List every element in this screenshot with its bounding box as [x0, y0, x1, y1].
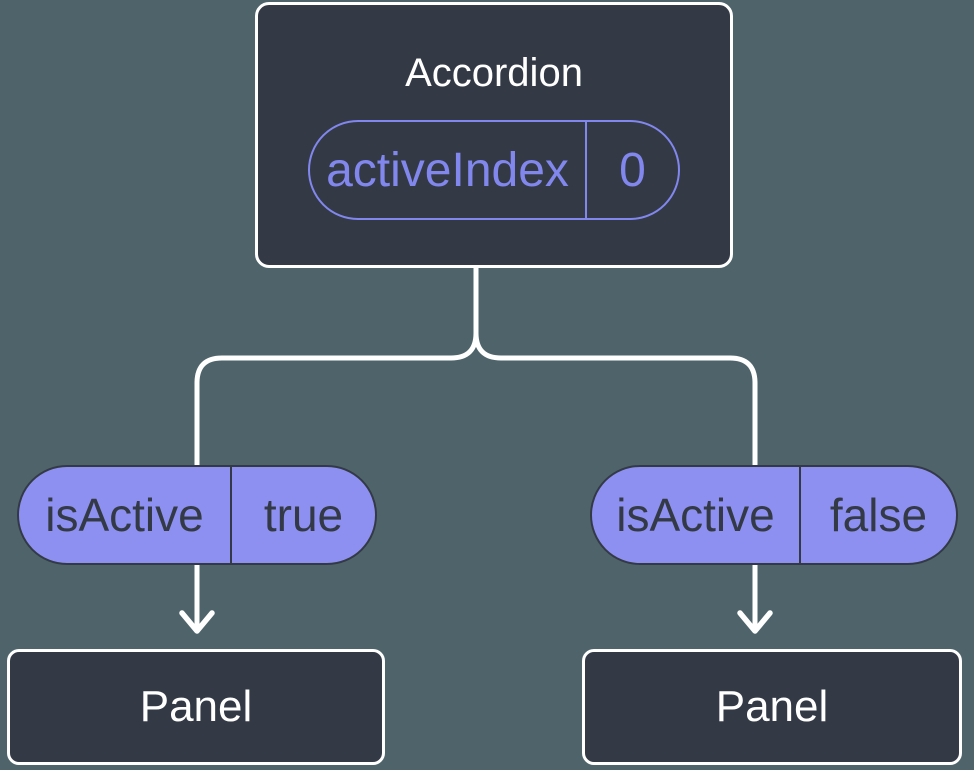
arrow-down-icon-right: [737, 610, 773, 634]
prop-name: isActive: [592, 467, 801, 563]
panel-node-left: Panel: [7, 649, 385, 765]
prop-pill-isactive-right: isActive false: [590, 465, 958, 565]
arrow-down-icon-left: [179, 610, 215, 634]
prop-name: isActive: [19, 467, 232, 563]
accordion-node-title: Accordion: [405, 51, 583, 95]
branch-line-right: [473, 264, 758, 467]
state-value: 0: [619, 143, 646, 197]
state-pill-activeindex: activeIndex 0: [308, 120, 680, 220]
prop-value: false: [829, 489, 928, 541]
panel-node-title: Panel: [139, 682, 253, 731]
panel-node-right: Panel: [582, 649, 962, 765]
panel-node-title: Panel: [715, 682, 829, 731]
branch-line-left: [194, 264, 479, 467]
prop-pill-isactive-left: isActive true: [17, 465, 377, 565]
state-name: activeIndex: [310, 122, 587, 218]
prop-value: true: [263, 489, 344, 541]
accordion-node: Accordion activeIndex 0: [255, 2, 733, 268]
